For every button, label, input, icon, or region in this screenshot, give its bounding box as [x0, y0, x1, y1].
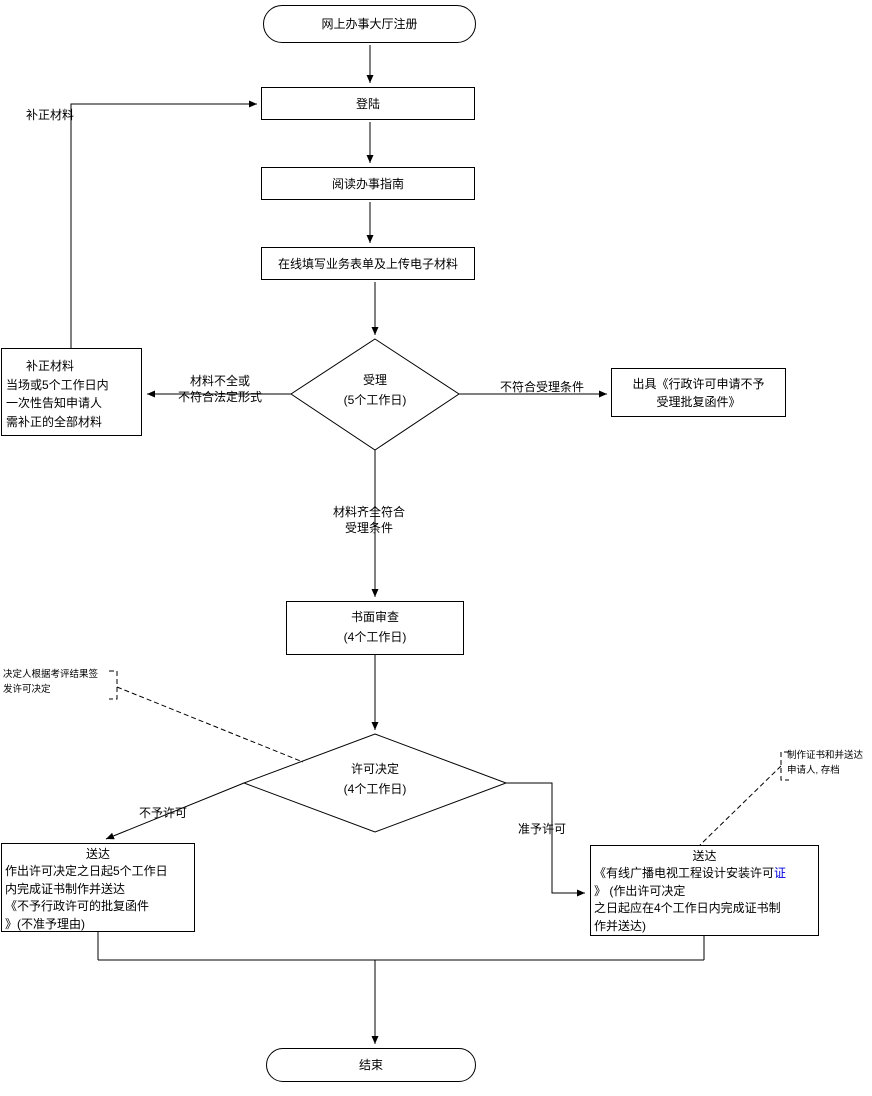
node-grant-delivery: 送达 《有线广播电视工程设计安装许可证 》 (作出许可决定 之日起应在4个工作日…: [590, 845, 819, 936]
decision-note-connector: [116, 686, 304, 763]
deny-delivery-title: 送达: [85, 847, 110, 861]
node-accept-check-label: 受理 (5个工作日): [343, 373, 407, 407]
edge-label-deny: 不予许可: [139, 806, 188, 820]
deliver-note-bracket: [780, 751, 789, 781]
grant-delivery-body-rest: 》 (作出许可决定 之日起应在4个工作日内完成证书制 作并送达): [594, 883, 781, 933]
grant-delivery-license-char: 证: [774, 866, 787, 881]
edge-label-qualified: 材料齐全符合 受理条件: [332, 505, 405, 536]
grant-delivery-body-text: 《有线广播电视工程设计安装许可: [594, 866, 775, 881]
node-login-label: 登陆: [355, 96, 380, 111]
permit-decision-diamond: [242, 733, 508, 833]
edge-decision-deny: [105, 782, 245, 840]
node-login: 登陆: [261, 87, 475, 120]
edge-label-grant: 准予许可: [518, 822, 567, 836]
grant-delivery-title: 送达: [692, 849, 717, 863]
edge-label-incomplete: 材料不全或 不符合法定形式: [177, 374, 262, 405]
edge-supplement-login-loop: [70, 100, 257, 348]
edge-decision-grant: [506, 782, 585, 897]
node-permit-decision-label: 许可决定 (4个工作日): [343, 762, 407, 796]
node-start: 网上办事大厅注册: [263, 5, 476, 43]
node-reject-notice: 出具《行政许可申请不予 受理批复函件》: [611, 368, 786, 417]
node-end-label: 结束: [358, 1058, 383, 1072]
node-read-guide: 阅读办事指南: [261, 167, 475, 200]
annotation-deliver-note: 制作证书和并送达 申请人, 存档: [787, 750, 864, 776]
node-fill-form-label: 在线填写业务表单及上传电子材料: [277, 256, 458, 271]
edge-label-supplement-loop: 补正材料: [26, 108, 75, 122]
node-supplement-materials: 补正材料 当场或5个工作日内 一次性告知申请人 需补正的全部材料: [1, 348, 142, 436]
deny-delivery-body: 作出许可决定之日起5个工作日 内完成证书制作并送达 《不予行政许可的批复函件 》…: [5, 864, 168, 931]
node-deny-delivery: 送达 作出许可决定之日起5个工作日 内完成证书制作并送达 《不予行政许可的批复函…: [1, 843, 195, 932]
deliver-note-connector: [699, 765, 782, 846]
node-written-review: 书面审查 (4个工作日): [286, 601, 464, 655]
node-fill-form: 在线填写业务表单及上传电子材料: [261, 247, 475, 280]
node-end: 结束: [266, 1048, 476, 1082]
decision-note-bracket: [109, 670, 118, 700]
annotation-decision-note: 决定人根据考评结果签 发许可决定: [3, 669, 99, 695]
edge-label-not-qualified: 不符合受理条件: [499, 380, 584, 394]
node-start-label: 网上办事大厅注册: [321, 17, 418, 31]
node-read-guide-label: 阅读办事指南: [331, 176, 404, 191]
grant-delivery-body: 《有线广播电视工程设计安装许可证 》 (作出许可决定 之日起应在4个工作日内完成…: [594, 865, 815, 935]
